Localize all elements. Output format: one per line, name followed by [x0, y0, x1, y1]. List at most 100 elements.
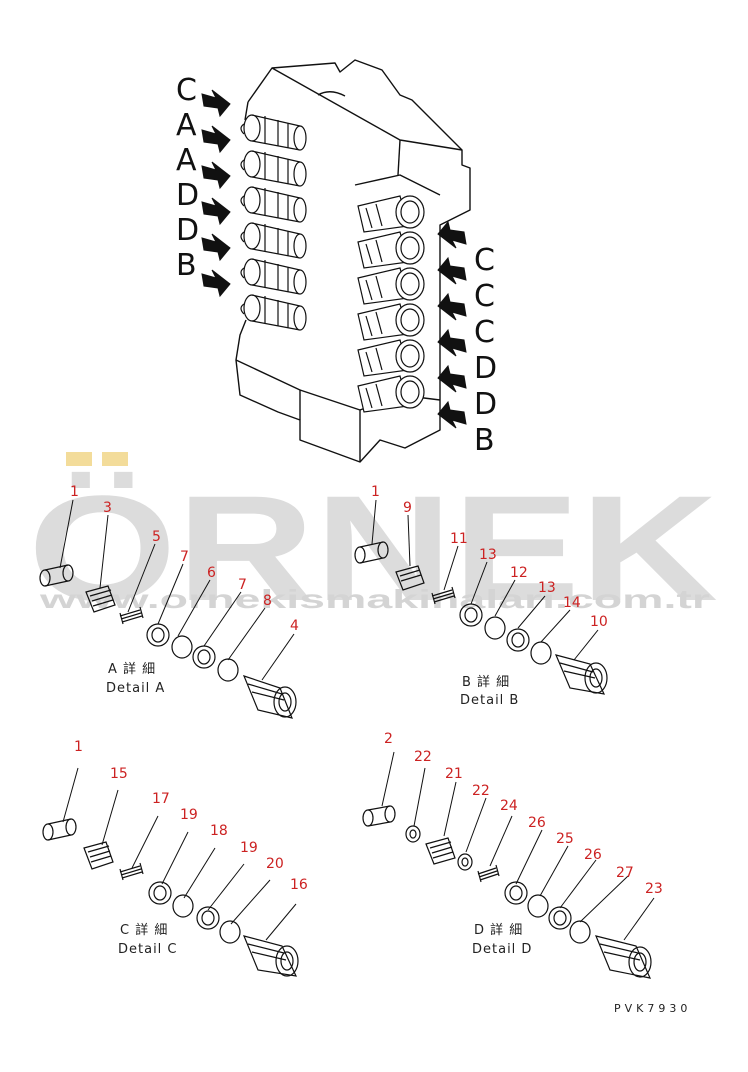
- callout-a-4: 6: [207, 565, 216, 581]
- spool-body: [251, 294, 301, 331]
- arrow-left-5: [201, 269, 231, 298]
- arrow-left-1: [201, 125, 231, 154]
- left-arrows: [201, 89, 231, 298]
- part-backup-ring-inner: [151, 627, 165, 643]
- detail-c-callouts: 1 15 17 19 18 19 20 16 C 詳 細 Detail C: [74, 739, 308, 957]
- cap-face: [395, 375, 425, 409]
- arrow-right-3: [437, 328, 467, 357]
- letter-left-0: C: [176, 73, 197, 108]
- block-outline: [235, 59, 471, 463]
- spool-clip: [240, 267, 245, 279]
- part-spring: [431, 586, 456, 605]
- callout-d-3: 22: [472, 783, 490, 799]
- spool-clip: [240, 231, 245, 243]
- callout-c-0: 1: [74, 739, 83, 755]
- spool-clip: [240, 159, 245, 171]
- arrow-right-0: [437, 220, 467, 249]
- callout-a-0: 1: [70, 484, 79, 500]
- spool-end: [243, 114, 261, 142]
- callout-d-0: 2: [384, 731, 393, 747]
- watermark-brand: ÖRNEK: [28, 464, 718, 632]
- callout-b-2: 11: [450, 531, 468, 547]
- part-spring: [119, 606, 144, 625]
- spool-groove: [264, 260, 289, 292]
- callout-d-8: 27: [616, 865, 634, 881]
- arrow-right-5: [437, 400, 467, 429]
- part-backup-ring-inner: [509, 885, 523, 901]
- callout-c-3: 19: [180, 807, 198, 823]
- letter-right-1: C: [474, 279, 495, 314]
- callout-d-1: 22: [414, 749, 432, 765]
- letter-left-5: B: [176, 248, 197, 283]
- callout-b-6: 14: [563, 595, 581, 611]
- spool-body: [251, 222, 301, 259]
- watermark-dot-left: [66, 452, 92, 466]
- spool-tip: [293, 125, 307, 151]
- part-o-ring: [171, 635, 193, 659]
- block-corner-edge: [397, 139, 401, 176]
- spool-groove: [264, 188, 289, 220]
- callout-c-5: 19: [240, 840, 258, 856]
- letter-left-1: A: [176, 108, 197, 143]
- part-backup-ring: [504, 881, 528, 905]
- part-cap: [594, 935, 652, 979]
- spool-left-4: [240, 258, 307, 295]
- detail-a-title-en: Detail A: [106, 681, 165, 696]
- cap-face: [395, 303, 425, 337]
- detail-b: [354, 499, 608, 695]
- detail-b-title-jp: B 詳 細: [462, 674, 510, 690]
- spool-left-5: [240, 294, 307, 331]
- part-poppet: [85, 585, 116, 613]
- detail-d-callouts: 2 22 21 22 24 26 25 26 27 23 D 詳 細 Detai…: [384, 731, 663, 957]
- spool-left-1: [240, 150, 307, 187]
- detail-c-title-jp: C 詳 細: [120, 922, 168, 938]
- spool-left-3: [240, 222, 307, 259]
- cap-right-1: [357, 231, 425, 269]
- letter-right-5: B: [474, 423, 495, 458]
- part-backup-ring: [548, 906, 572, 930]
- part-plug: [39, 564, 74, 587]
- spool-groove: [264, 116, 289, 148]
- arrow-right-4: [437, 364, 467, 393]
- part-poppet: [395, 565, 425, 591]
- callout-c-2: 17: [152, 791, 170, 807]
- detail-a-title-jp: A 詳 細: [108, 661, 156, 677]
- cap-right-5: [357, 375, 425, 413]
- part-o-ring: [172, 894, 194, 918]
- letter-left-3: D: [176, 178, 199, 213]
- leader-lines-d: [381, 751, 655, 941]
- part-plug: [362, 805, 396, 827]
- part-backup-ring: [196, 906, 220, 930]
- arrow-right-1: [437, 256, 467, 285]
- block-right-face-top: [354, 174, 441, 196]
- right-letter-labels: C C C D D B: [474, 243, 497, 458]
- callout-a-1: 3: [103, 500, 112, 516]
- cap-face-inner: [400, 380, 420, 404]
- part-backup-ring-inner: [511, 632, 525, 648]
- detail-d-title-jp: D 詳 細: [474, 922, 523, 938]
- cap-face: [395, 195, 425, 229]
- part-backup-ring-inner: [553, 910, 567, 926]
- callout-a-5: 7: [238, 577, 247, 593]
- arrow-left-2: [201, 161, 231, 190]
- spool-clip: [240, 303, 245, 315]
- cap-right-2: [357, 267, 425, 305]
- spool-tip: [293, 197, 307, 223]
- part-poppet: [83, 841, 114, 870]
- part-spring: [119, 862, 144, 881]
- cap-face-inner: [400, 272, 420, 296]
- part-o-ring: [569, 920, 591, 944]
- spool-tip: [293, 161, 307, 187]
- letter-right-4: D: [474, 387, 497, 422]
- part-spring: [477, 864, 500, 883]
- valve-block: [235, 59, 471, 463]
- part-backup-ring: [148, 881, 172, 905]
- part-plug: [42, 818, 77, 841]
- cap-face: [395, 231, 425, 265]
- callout-c-6: 20: [266, 856, 284, 872]
- detail-d-title-en: Detail D: [472, 942, 532, 957]
- part-backup-ring: [192, 645, 216, 669]
- spool-end: [243, 294, 261, 322]
- cap-groove: [365, 311, 383, 337]
